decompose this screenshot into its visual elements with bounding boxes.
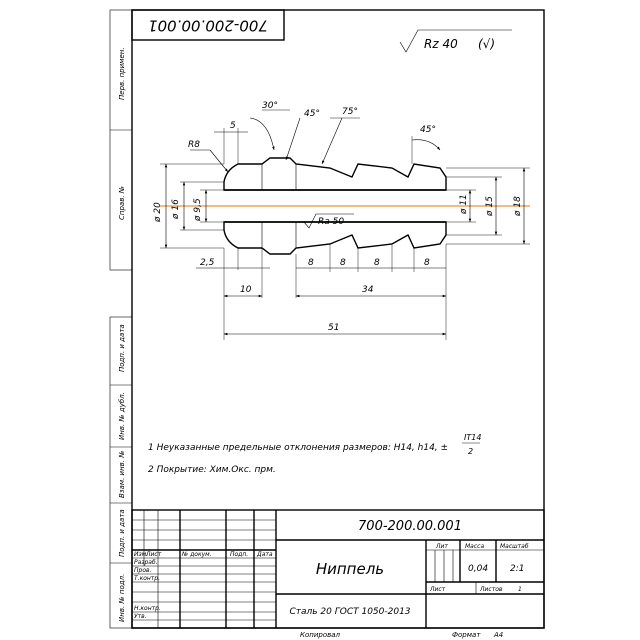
header-doc-no: № докум. (181, 551, 212, 558)
part-section-view (160, 157, 530, 255)
dim-pitch-1: 8 (308, 258, 314, 268)
dim-d18: ø 18 (513, 196, 523, 217)
header-signature: Подп. (230, 551, 248, 558)
mass-value: 0,04 (468, 564, 488, 574)
dim-angle-45-left: 45° (304, 109, 320, 119)
dim-d16: ø 16 (171, 199, 181, 220)
note-1-tolerance-denominator: 2 (468, 447, 473, 456)
sheets-value: 1 (518, 586, 522, 593)
dim-pitch-3: 8 (374, 258, 380, 268)
margin-label-sign-date-2: Подп. и дата (118, 509, 126, 557)
dim-len-34: 34 (362, 285, 374, 295)
mass-label: Масса (465, 543, 484, 550)
roughness-value: Rz 40 (424, 37, 458, 51)
part-name: Ниппель (316, 560, 384, 578)
general-roughness: Rz 40 (√) (399, 29, 512, 53)
dim-d95: ø 9,5 (193, 198, 203, 222)
dim-angle-45-right: 45° (420, 125, 436, 135)
footer-format-value: А4 (493, 631, 503, 639)
lower-wall-section (223, 221, 447, 255)
dim-len-10: 10 (240, 285, 252, 295)
role-checker: Пров. (134, 567, 152, 574)
sheets-label: Листов (479, 586, 503, 593)
frame-border (131, 9, 545, 629)
dim-pitch-4: 8 (424, 258, 430, 268)
note-1-tolerance-numerator: IT14 (464, 433, 481, 442)
role-developer: Разраб. (134, 559, 158, 566)
margin-label-sign-date-1: Подп. и дата (118, 324, 126, 372)
header-date: Дата (256, 551, 273, 558)
rotated-drawing-number: 700-200.00.001 (148, 17, 268, 35)
roughness-symbol-icon (399, 29, 512, 53)
dim-d11: ø 11 (459, 194, 469, 215)
technical-notes: 1 Неуказанные предельные отклонения разм… (148, 433, 481, 475)
title-drawing-number: 700-200.00.001 (358, 519, 462, 534)
role-tech-control: Т.контр. (134, 575, 160, 582)
margin-label-duplicate-inv: Инв. № дубл. (118, 392, 126, 440)
dim-angle-30: 30° (262, 101, 278, 111)
note-2: 2 Покрытие: Хим.Окс. прм. (148, 465, 276, 475)
note-1: 1 Неуказанные предельные отклонения разм… (148, 443, 448, 453)
header-sheet: Лист (145, 551, 162, 558)
dim-pitch-2: 8 (340, 258, 346, 268)
left-margin-column: Перв. примен. Справ. № Подп. и дата Инв.… (109, 9, 133, 629)
margin-label-replaced-inv: Взам. инв. № (118, 450, 126, 498)
upper-wall-section (223, 157, 447, 191)
sheet-label: Лист (429, 586, 446, 593)
title-block: Изм. Лист № докум. Подп. Дата Разраб. Пр… (131, 509, 545, 629)
inner-roughness: Ra 50 (318, 217, 344, 227)
scale-value: 2:1 (510, 564, 524, 574)
margin-label-reference-no: Справ. № (118, 186, 126, 220)
rotated-number-box: 700-200.00.001 (131, 9, 285, 41)
inner-roughness-icon (303, 213, 354, 229)
dim-len-2-5: 2,5 (200, 258, 215, 268)
dim-len-51: 51 (328, 323, 339, 333)
lit-label: Лит (435, 543, 448, 550)
footer-copied: Копировал (300, 631, 341, 639)
margin-label-first-use: Перв. примен. (118, 47, 126, 100)
margin-label-original-inv: Инв. № подл. (118, 574, 126, 622)
role-norm-control: Н.контр. (134, 605, 161, 612)
dimensions: ø 20 ø 16 ø 9,5 ø 11 ø 15 ø 18 R8 5 30° (153, 101, 530, 340)
dim-radius: R8 (188, 140, 200, 150)
scale-label: Масштаб (500, 543, 529, 550)
material: Сталь 20 ГОСТ 1050-2013 (289, 607, 410, 617)
dim-d15: ø 15 (485, 196, 495, 217)
role-approver: Утв. (134, 613, 147, 620)
dim-d20: ø 20 (153, 202, 163, 223)
roughness-suffix: (√) (478, 37, 495, 51)
header-change: Изм. (134, 551, 148, 558)
dim-chamfer-length: 5 (230, 121, 236, 131)
dim-angle-75: 75° (342, 107, 358, 117)
footer-format-label: Формат (452, 631, 481, 639)
